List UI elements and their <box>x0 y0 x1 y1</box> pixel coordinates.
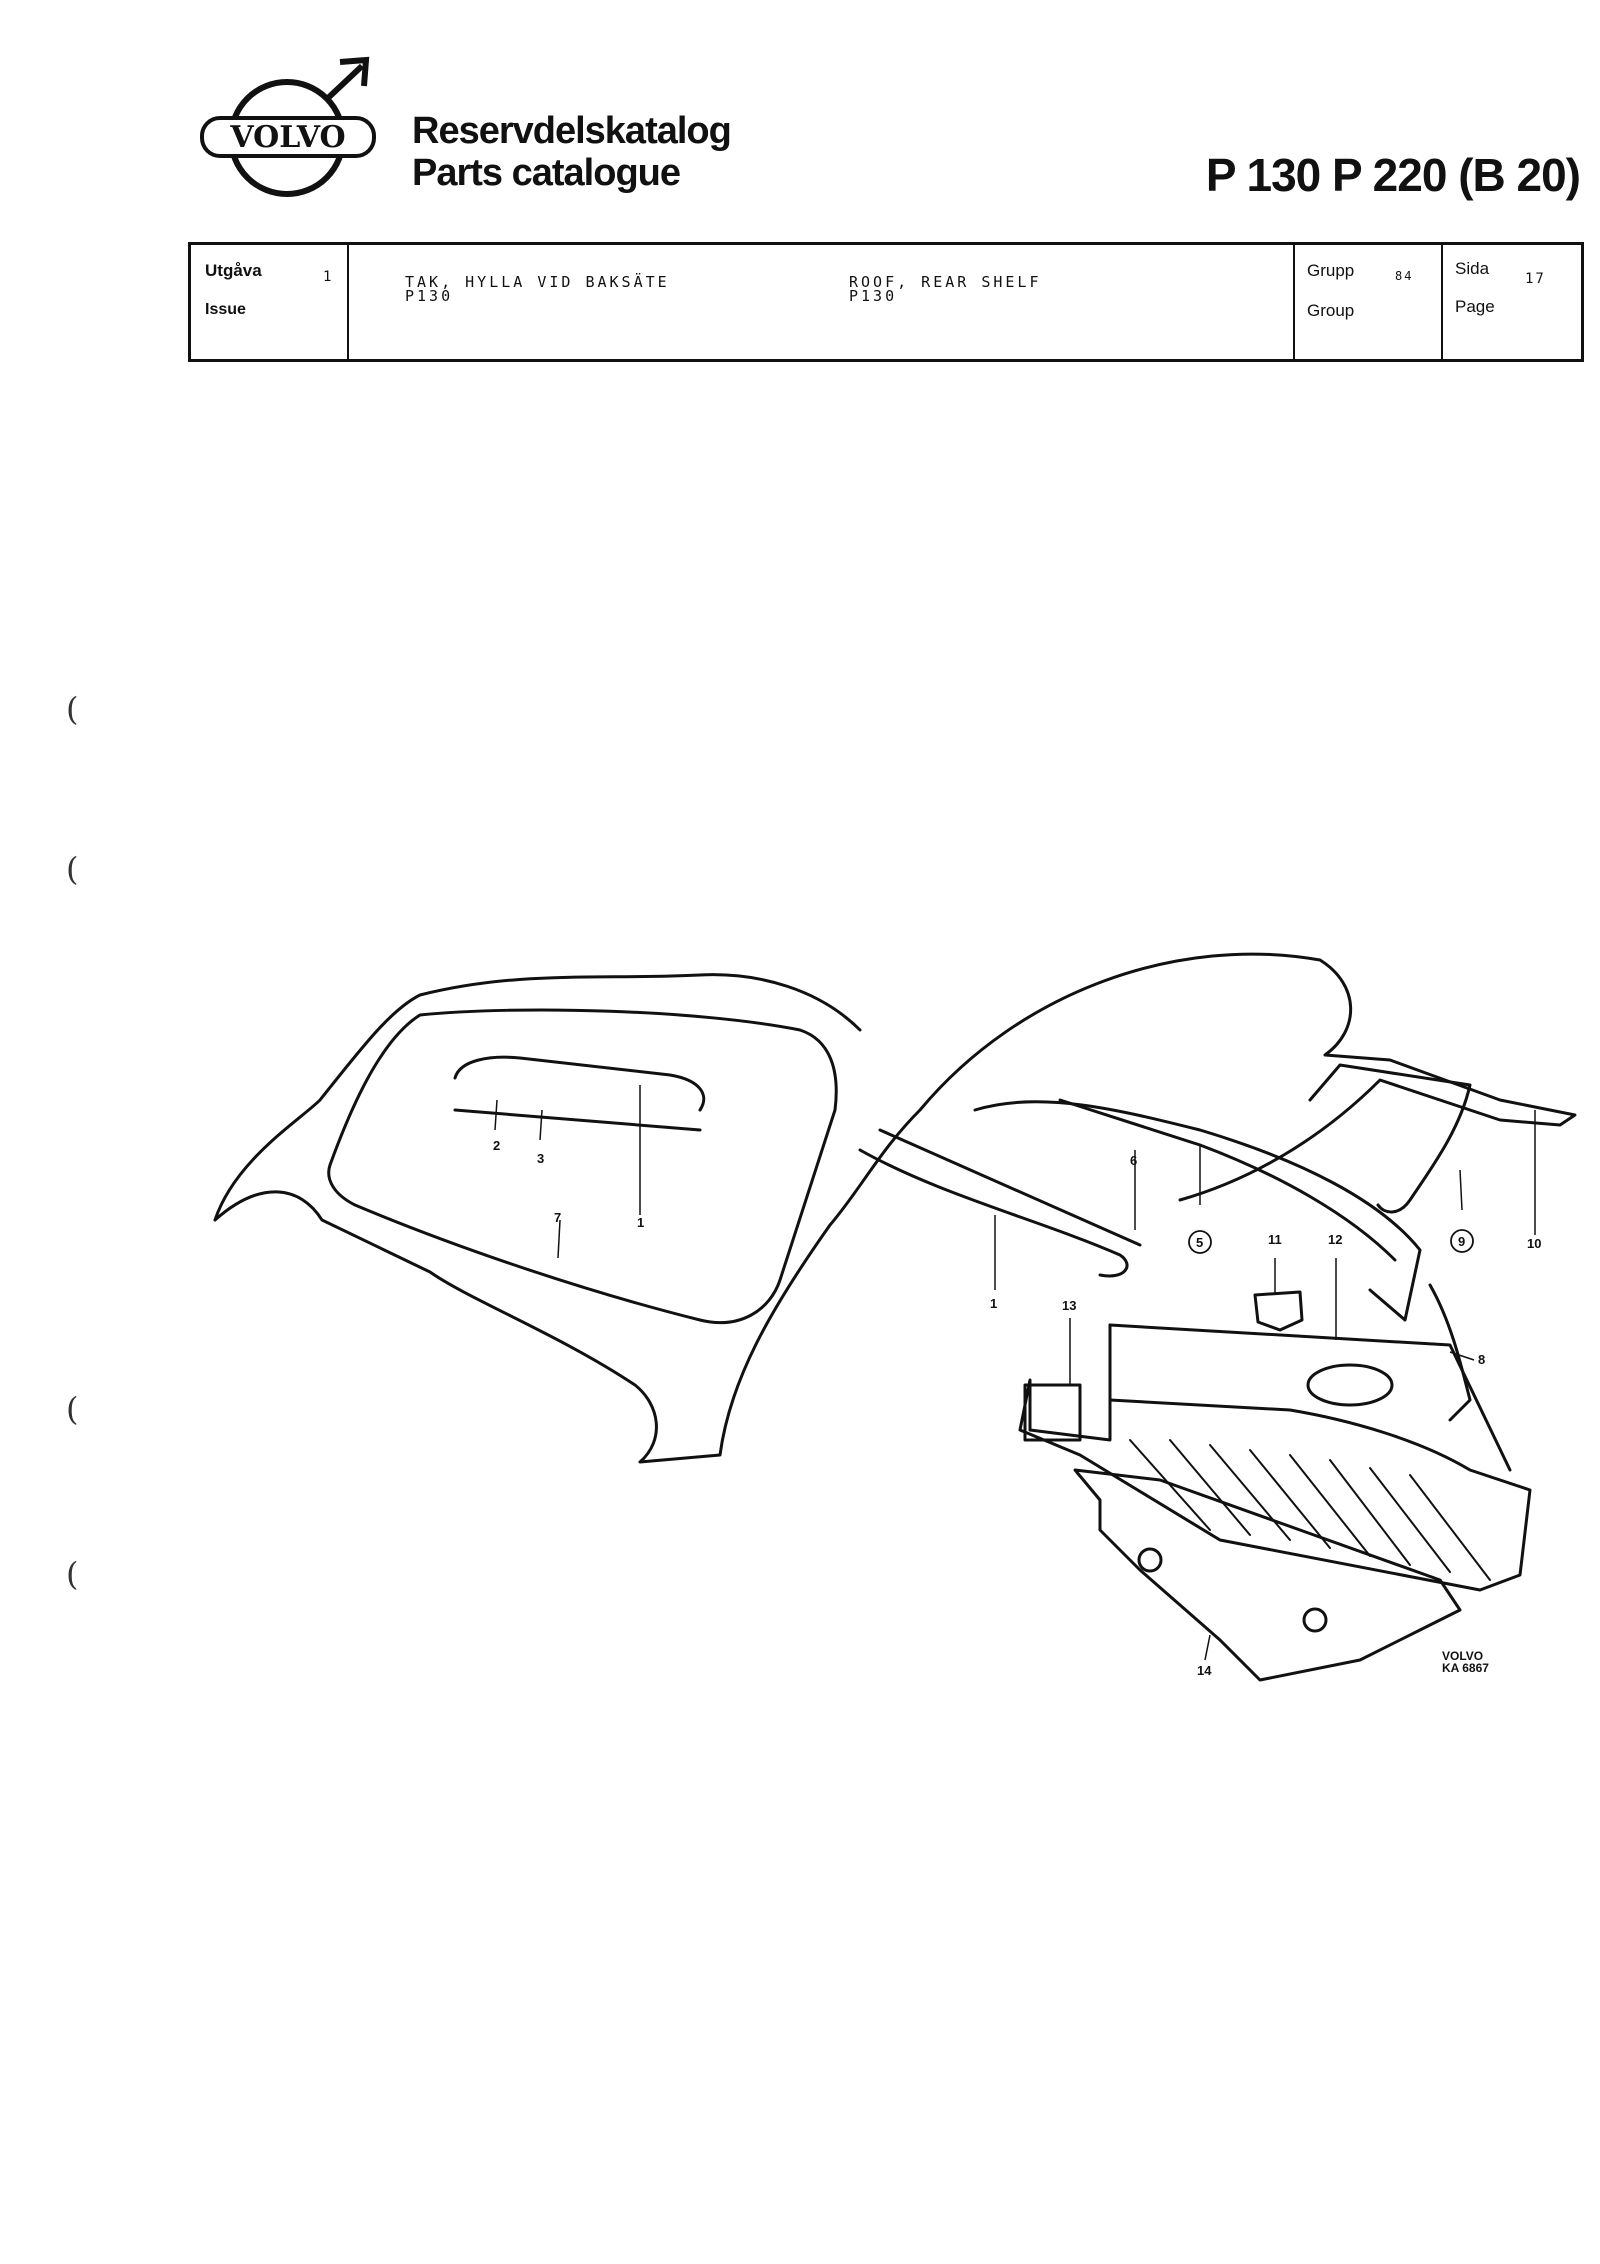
catalog-title-sv: Reservdelskatalog <box>412 110 732 152</box>
window-trim <box>453 1055 706 1112</box>
inner-panel <box>973 1100 1422 1322</box>
callout-13: 13 <box>1062 1298 1076 1313</box>
stamp-brand: VOLVO <box>1442 1649 1484 1663</box>
callout-9: 8 <box>1478 1352 1485 1367</box>
callout-7: 7 <box>554 1210 561 1225</box>
callout-14: 14 <box>1197 1663 1212 1678</box>
callout-10: 10 <box>1527 1236 1541 1251</box>
bracket-11 <box>1253 1290 1304 1332</box>
page-label-en: Page <box>1455 297 1495 316</box>
model-designation: P 130 P 220 (B 20) <box>1205 149 1581 201</box>
lower-panel <box>1073 1468 1462 1682</box>
description-sv-line1: TAK, HYLLA VID BAKSÄTE <box>405 273 670 291</box>
callout-3: 3 <box>537 1151 544 1166</box>
shelf-slats <box>1129 1439 1491 1581</box>
margin-mark-3: ( <box>66 1390 79 1428</box>
callout-8: 9 <box>1458 1234 1465 1249</box>
callout-6: 6 <box>1130 1153 1137 1168</box>
margin-mark-4: ( <box>66 1555 79 1593</box>
page-label-sv: Sida <box>1455 259 1490 278</box>
group-label-sv: Grupp <box>1307 261 1355 280</box>
issue-label-en: Issue <box>205 301 246 318</box>
rear-shelf <box>1018 1378 1532 1592</box>
group-cell: Grupp 84 Group <box>1293 245 1441 359</box>
volvo-logo: VOLVO <box>200 56 376 197</box>
callout-1a: 1 <box>637 1215 644 1230</box>
page-value: 17 <box>1525 271 1546 287</box>
description-en-line1: ROOF, REAR SHELF <box>849 273 1042 291</box>
drawing-stamp: VOLVO KA 6867 <box>1442 1650 1489 1674</box>
issue-cell: Utgåva 1 Issue <box>191 245 347 359</box>
callout-11: 11 <box>1268 1232 1282 1247</box>
catalog-title-en: Parts catalogue <box>412 152 681 194</box>
catalog-title: Reservdelskatalog Parts catalogue <box>412 110 732 194</box>
callout-12: 12 <box>1328 1232 1342 1247</box>
issue-value: 1 <box>323 269 334 285</box>
logo-wordmark: VOLVO <box>229 120 345 155</box>
callout-5: 5 <box>1196 1235 1203 1250</box>
speaker-hole <box>1306 1363 1394 1407</box>
callout-numbers: 2 3 1 7 1 6 5 9 10 8 11 12 13 14 1 <box>493 1138 1541 1678</box>
callout-1b: 1 <box>990 1296 997 1311</box>
side-moulding <box>858 1148 1129 1278</box>
group-value: 84 <box>1395 269 1414 283</box>
rear-window-opening <box>327 1008 838 1325</box>
callout-2: 2 <box>493 1138 500 1153</box>
roof-panel <box>213 952 1577 1464</box>
group-label-en: Group <box>1307 301 1355 320</box>
description-sv-line2: P130 <box>405 287 454 305</box>
quarter-panel <box>1308 1063 1472 1214</box>
stamp-code: KA 6867 <box>1442 1661 1489 1675</box>
page-cell: Sida 17 Page <box>1441 245 1581 359</box>
margin-mark-2: ( <box>66 850 79 888</box>
margin-mark-1: ( <box>66 690 79 728</box>
issue-label-sv: Utgåva <box>205 261 262 280</box>
bracket-13 <box>1023 1383 1082 1442</box>
description-en-line2: P130 <box>849 287 898 305</box>
